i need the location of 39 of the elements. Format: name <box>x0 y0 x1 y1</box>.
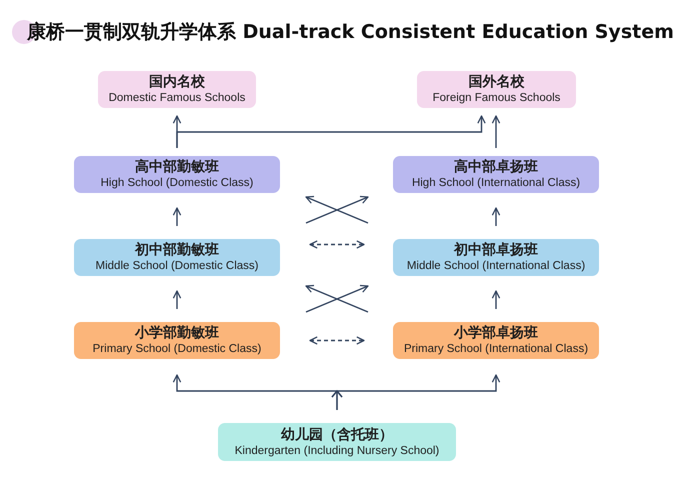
english-label: Kindergarten (Including Nursery School) <box>234 444 440 458</box>
school-box <box>393 156 599 193</box>
crossed-arrows <box>305 196 369 224</box>
arrow <box>176 115 486 148</box>
chinese-label: 初中部卓扬班 <box>454 242 538 259</box>
dashed-arrow <box>309 240 365 249</box>
chinese-label: 高中部勤敏班 <box>135 159 219 176</box>
arrow <box>172 207 182 226</box>
chinese-label: 高中部卓扬班 <box>454 159 538 176</box>
school-box <box>393 239 599 276</box>
arrow <box>331 374 500 411</box>
arrow <box>492 115 500 148</box>
english-label: Middle School (International Class) <box>406 259 586 273</box>
school-box <box>74 239 280 276</box>
arrow <box>492 207 500 226</box>
english-label: Primary School (International Class) <box>404 342 588 356</box>
school-box <box>218 423 456 461</box>
chinese-label: 小学部卓扬班 <box>454 325 538 342</box>
school-box <box>74 322 280 359</box>
school-box <box>98 71 256 108</box>
arrow <box>172 290 182 309</box>
school-box <box>393 322 599 359</box>
school-box <box>74 156 280 193</box>
english-label: High School (International Class) <box>412 176 580 190</box>
chinese-label: 小学部勤敏班 <box>135 325 219 342</box>
crossed-arrows <box>305 284 369 313</box>
english-label: Primary School (Domestic Class) <box>92 342 262 356</box>
title: 康桥一贯制双轨升学体系 Dual-track Consistent Education System <box>27 20 674 44</box>
chinese-label: 幼儿园（含托班） <box>281 426 393 444</box>
arrow <box>492 290 500 309</box>
dashed-arrow <box>309 336 365 345</box>
chinese-label: 初中部勤敏班 <box>135 242 219 259</box>
school-box <box>417 71 576 108</box>
english-label: Middle School (Domestic Class) <box>96 259 258 273</box>
english-label: Foreign Famous Schools <box>432 91 560 105</box>
english-label: Domestic Famous Schools <box>108 91 246 105</box>
english-label: High School (Domestic Class) <box>100 176 254 190</box>
chinese-label: 国内名校 <box>149 74 205 91</box>
chinese-label: 国外名校 <box>468 74 524 91</box>
